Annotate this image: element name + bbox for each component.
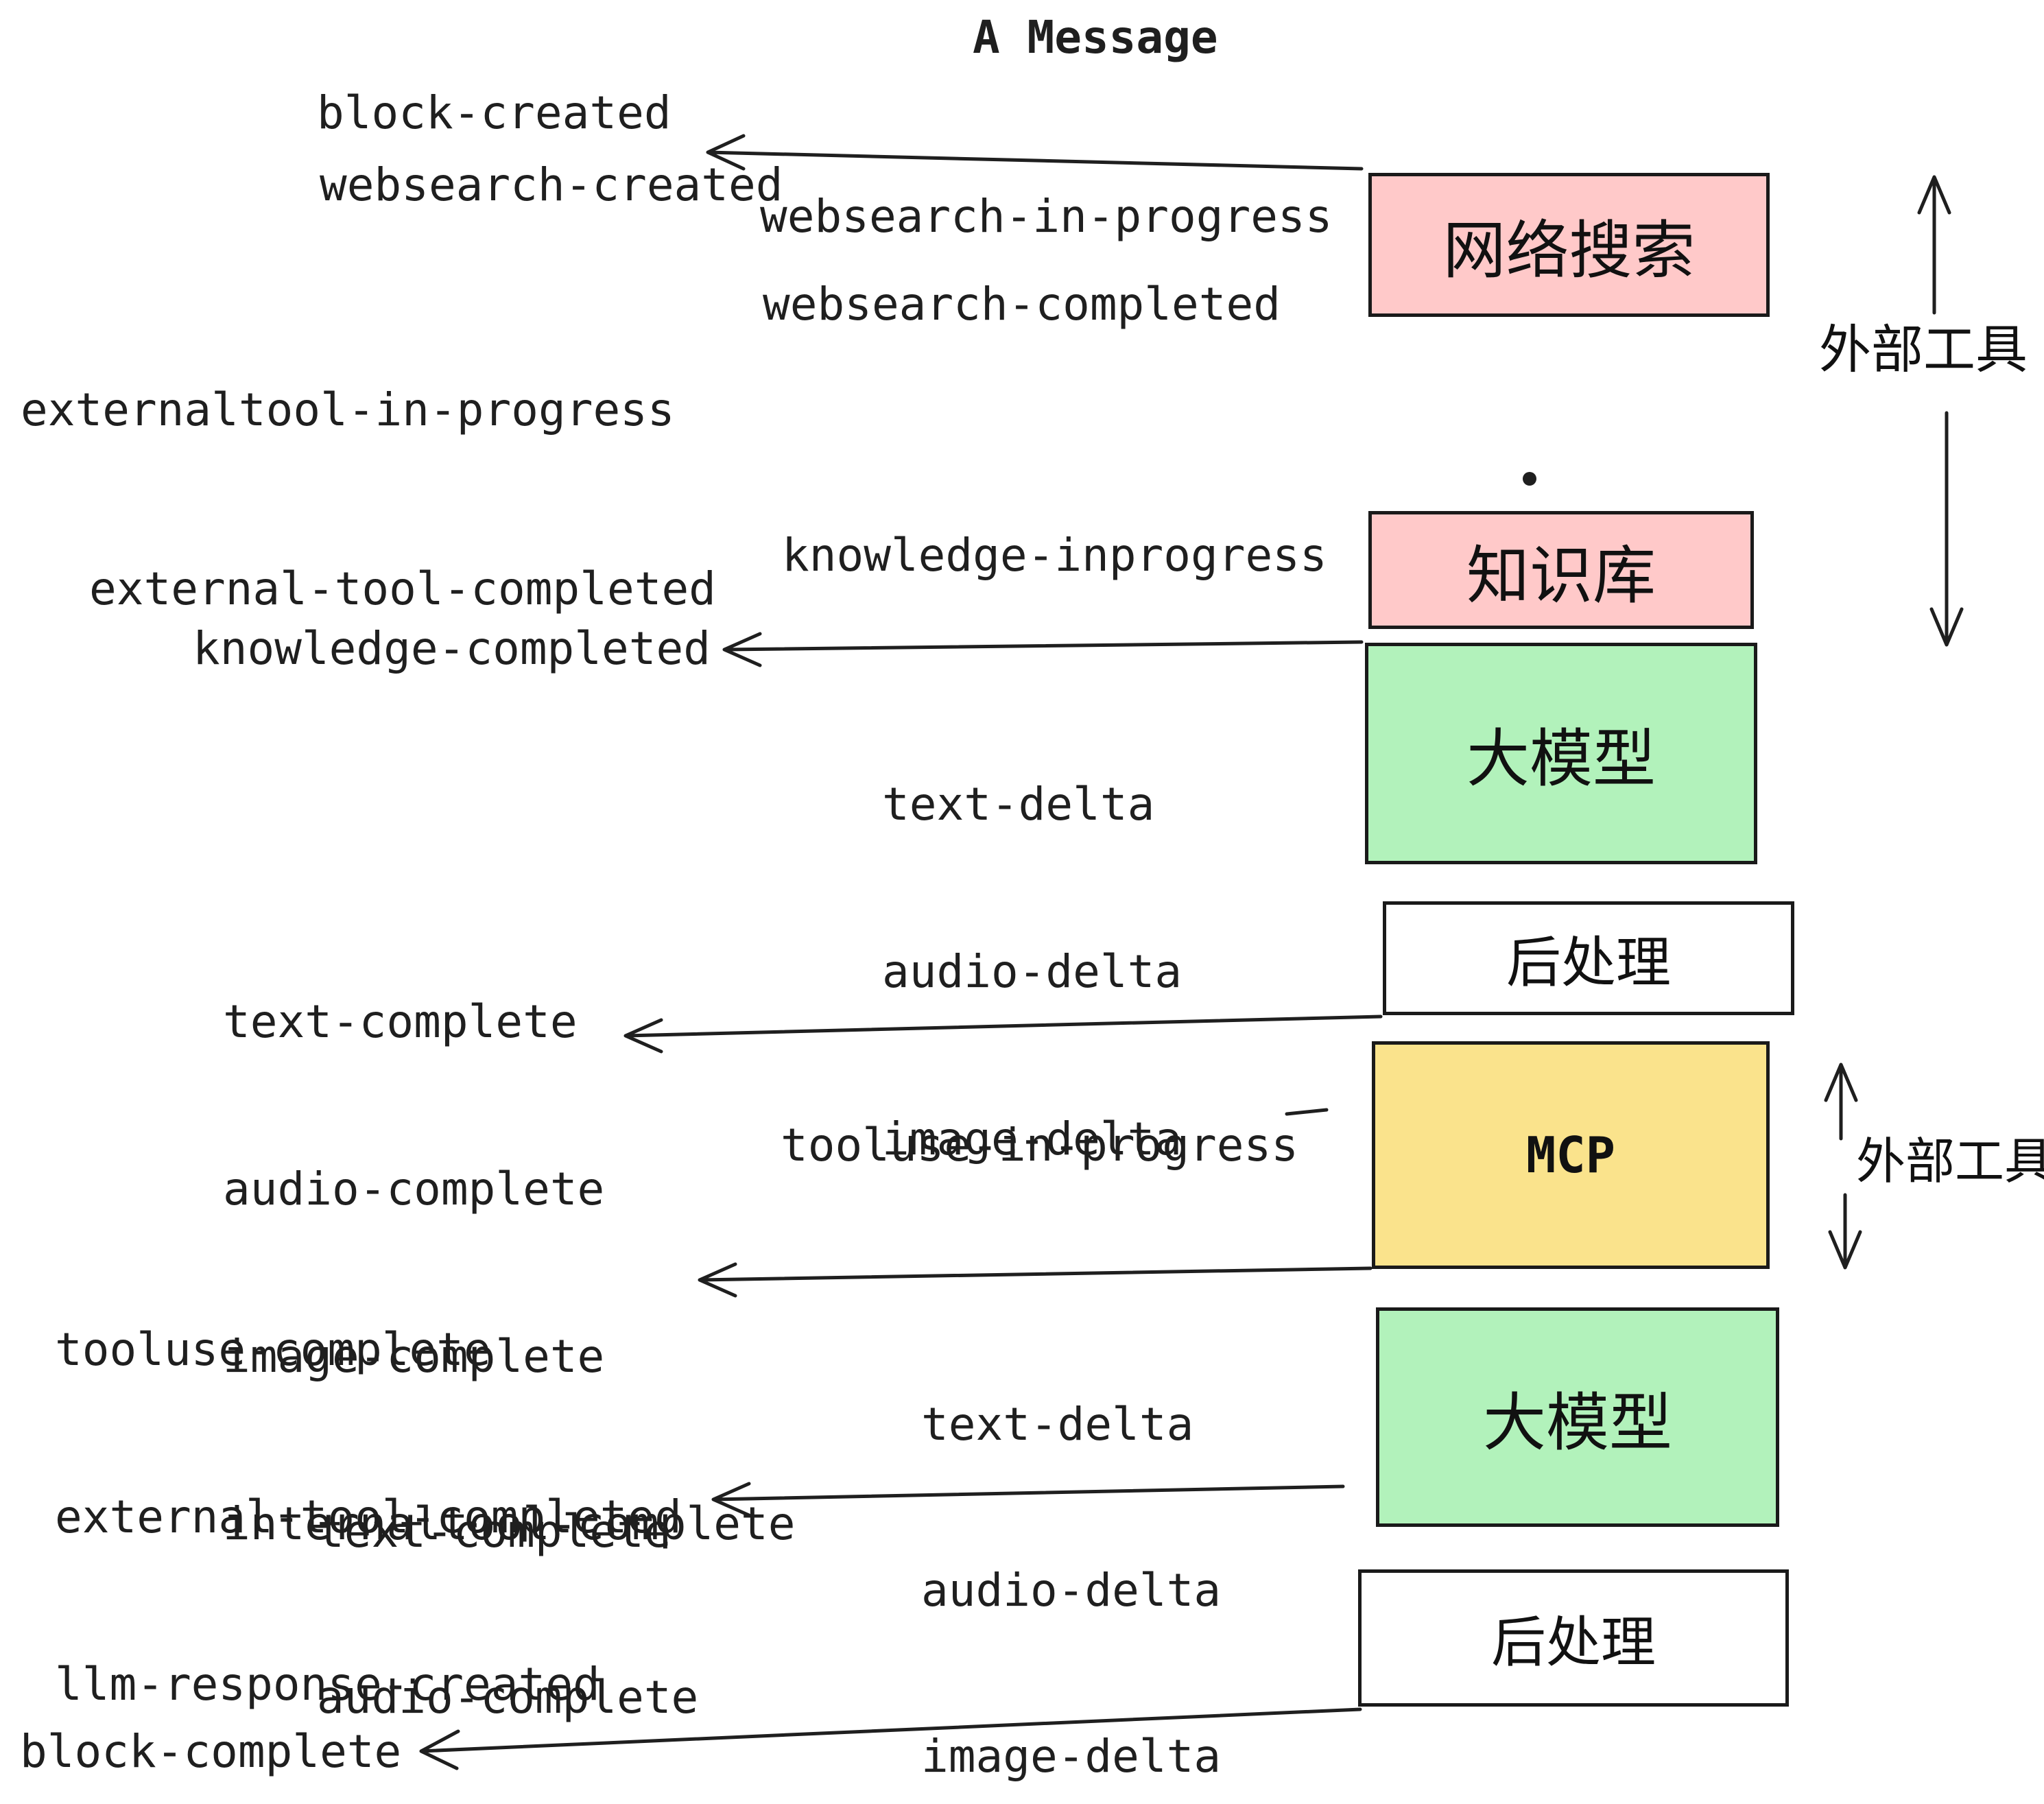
box-mcp: MCP (1372, 1041, 1770, 1269)
event-image-delta: image-delta (882, 1113, 1183, 1165)
side-label-external-tool-bottom: 外部工具 (1856, 1135, 2044, 1189)
event-internaltool-complete: internaltool-complete (223, 1497, 796, 1550)
arrow-llm-to-knowledge-completed (722, 632, 1364, 667)
box-websearch-label: 网络搜索 (1442, 215, 1696, 286)
event-group-complete-1: text-complete audio-complete image-compl… (223, 886, 795, 1661)
event-websearch-in-progress: websearch-in-progress (760, 190, 1333, 243)
box-llm-1: 大模型 (1365, 643, 1757, 864)
box-knowledge-label: 知识库 (1466, 541, 1656, 611)
arrow-websearch-to-block-created (706, 134, 1364, 171)
box-llm-2: 大模型 (1376, 1307, 1779, 1527)
event-image-complete: image-complete (223, 1330, 605, 1383)
box-websearch: 网络搜索 (1368, 173, 1770, 317)
event-websearch-created: websearch-created (320, 158, 783, 211)
event-group-delta-1: text-delta audio-delta image-delta (882, 668, 1182, 1276)
event-block-created: block-created (317, 86, 672, 139)
event-tooluse-complete: tooluse-complete (55, 1323, 491, 1376)
ellipsis-dot (1523, 472, 1536, 486)
box-llm-1-label: 大模型 (1466, 724, 1656, 794)
event-external-tool-completed: external-tool-completed (89, 562, 716, 615)
box-postprocess-1-label: 后处理 (1506, 932, 1671, 993)
event-image-delta: image-delta (921, 1730, 1222, 1783)
event-externaltool-in-progress: externaltool-in-progress (21, 383, 675, 436)
box-llm-2-label: 大模型 (1482, 1388, 1672, 1458)
box-mcp-label: MCP (1525, 1126, 1616, 1184)
event-text-complete: text-complete (317, 1505, 672, 1558)
diagram-title: A Message (973, 11, 1218, 64)
event-group-tooluse: tooluse-complete external-tool-completed… (55, 1213, 682, 1804)
event-text-delta: text-delta (882, 778, 1155, 831)
box-knowledge: 知识库 (1368, 511, 1754, 629)
event-text-complete: text-complete (223, 995, 578, 1048)
event-text-delta: text-delta (921, 1398, 1194, 1451)
box-postprocess-2-label: 后处理 (1491, 1612, 1656, 1673)
side-label-external-tool-top: 外部工具 (1819, 321, 2028, 379)
event-llm-response-created: llm-response-created (55, 1658, 600, 1711)
double-arrow-external-tool-bottom-down (1828, 1193, 1862, 1270)
event-audio-complete: audio-complete (317, 1671, 699, 1724)
event-external-tool-completed: external-tool-completed (55, 1491, 682, 1543)
event-audio-delta: audio-delta (882, 945, 1183, 998)
event-websearch-completed: websearch-completed (763, 278, 1281, 331)
event-block-complete: block-complete (20, 1725, 402, 1778)
event-audio-delta: audio-delta (921, 1564, 1222, 1617)
stray-dash (1285, 1108, 1329, 1116)
event-knowledge-inprogress: knowledge-inprogress (782, 529, 1327, 582)
box-postprocess-2: 后处理 (1358, 1569, 1789, 1707)
event-knowledge-completed: knowledge-completed (193, 622, 711, 675)
event-group-delta-2: text-delta audio-delta image-delta (921, 1289, 1221, 1804)
double-arrow-external-tool-bottom-up (1824, 1063, 1858, 1141)
event-tooluse-in-progress: tooluse-in-progress (781, 1119, 1298, 1172)
box-postprocess-1: 后处理 (1383, 901, 1794, 1015)
event-group-complete-2: text-complete audio-complete image-compl… (317, 1396, 889, 1804)
event-audio-complete: audio-complete (223, 1163, 605, 1215)
double-arrow-external-tool-top-up (1917, 175, 1951, 315)
double-arrow-external-tool-top-down (1929, 411, 1964, 647)
